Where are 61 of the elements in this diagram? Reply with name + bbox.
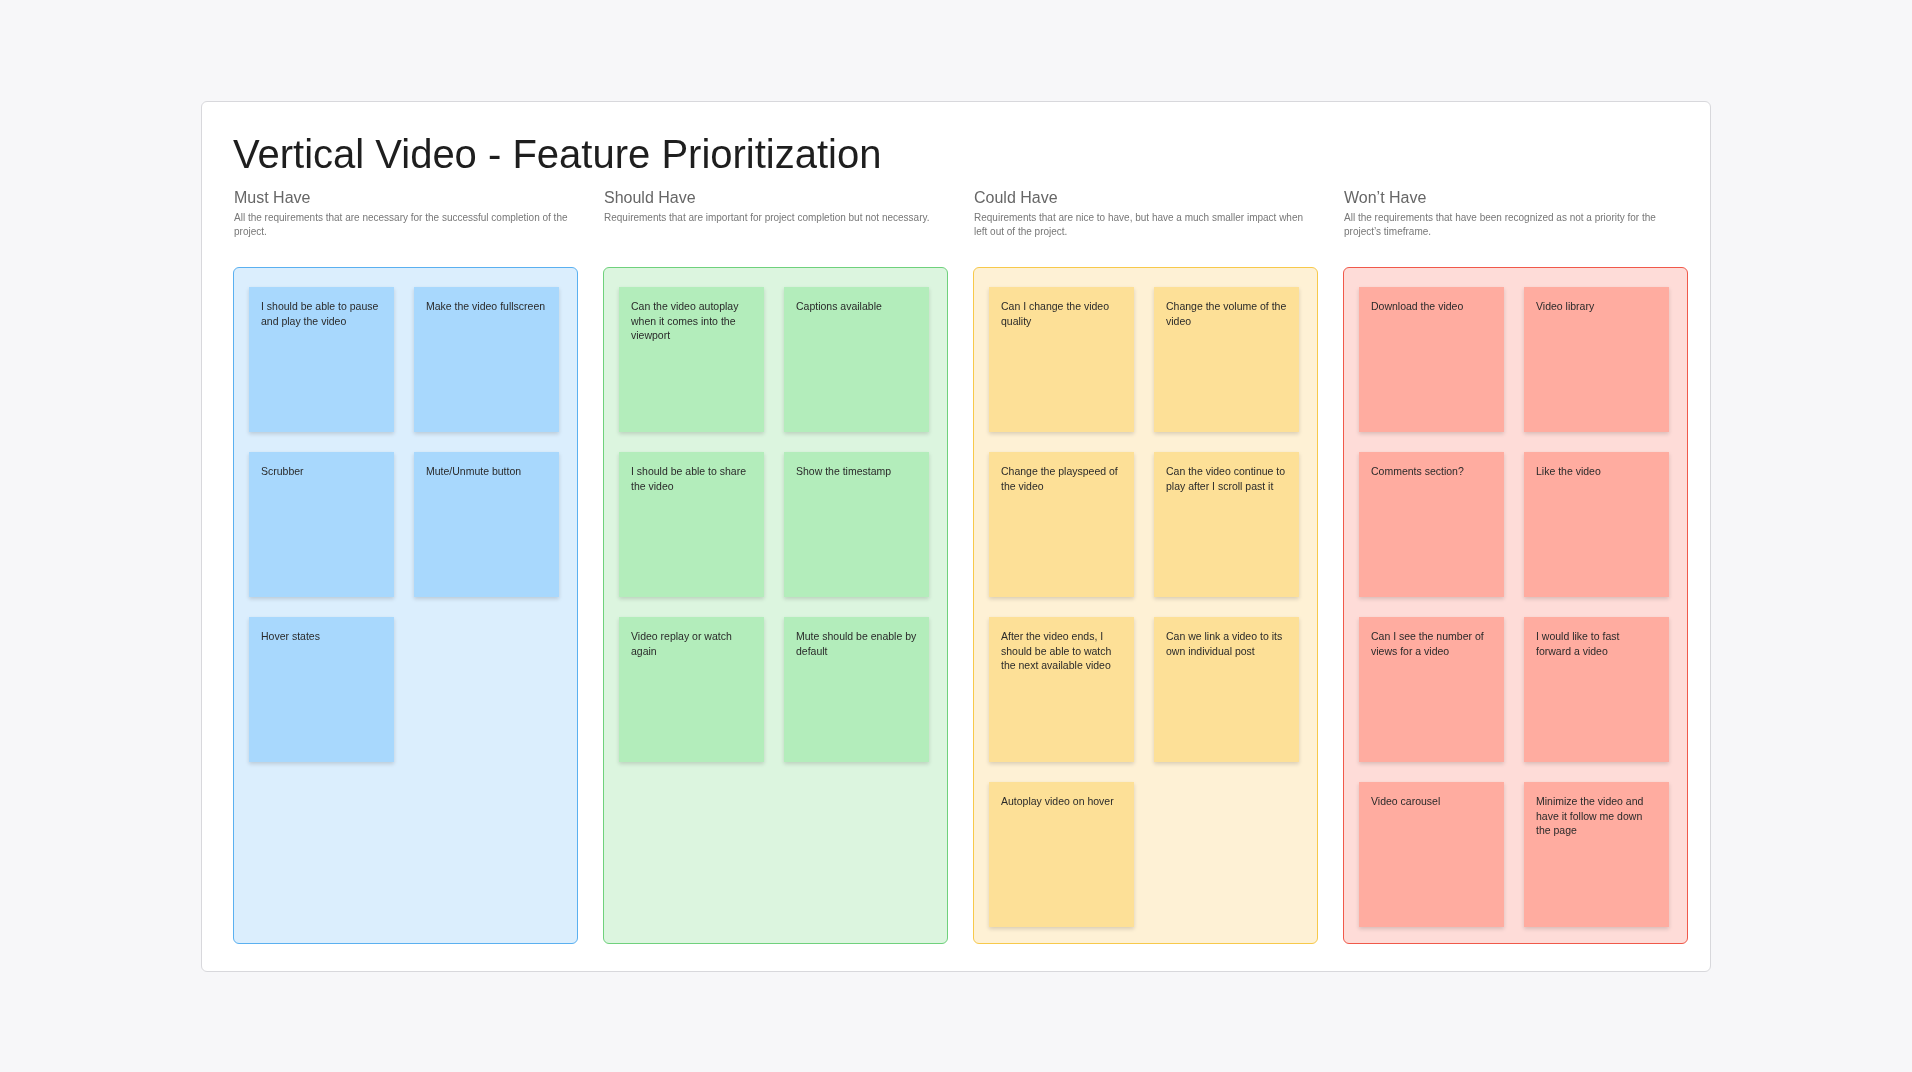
column-heading: Won’t Have — [1344, 189, 1427, 207]
sticky-note — [1524, 287, 1669, 432]
column-heading: Could Have — [974, 189, 1058, 207]
note-text: Mute/Unmute button — [426, 464, 523, 479]
note-text: Like the video — [1536, 464, 1602, 479]
note-text: Autoplay video on hover — [1001, 794, 1115, 809]
note-text: Can the video continue to play after I scroll past it — [1166, 464, 1287, 493]
note-text: Change the playspeed of the video — [1001, 464, 1119, 493]
sticky-note — [1524, 617, 1669, 762]
note-text: Can the video autoplay when it comes into the viewport — [631, 299, 740, 343]
sticky-note — [619, 452, 764, 597]
column-description: Requirements that are important for project completion but not necessary. — [604, 211, 931, 225]
note-text: Captions available — [796, 299, 883, 314]
note-text: Video carousel — [1371, 794, 1442, 809]
note-text: I would like to fast forward a video — [1536, 629, 1621, 658]
note-text: Hover states — [261, 629, 321, 644]
sticky-note — [619, 617, 764, 762]
sticky-note — [1154, 287, 1299, 432]
column-heading: Must Have — [234, 189, 311, 207]
sticky-note — [249, 452, 394, 597]
note-text: Comments section? — [1371, 464, 1465, 479]
column-description: All the requirements that have been recognized as not a priority for the project’s timeframe. — [1344, 211, 1657, 239]
note-text: Mute should be enable by default — [796, 629, 917, 658]
column-description: All the requirements that are necessary for the successful completion of the project. — [234, 211, 569, 239]
sticky-note — [989, 617, 1134, 762]
sticky-note — [1154, 452, 1299, 597]
sticky-note — [784, 617, 929, 762]
sticky-note — [989, 452, 1134, 597]
sticky-note — [1524, 452, 1669, 597]
note-text: Change the volume of the video — [1166, 299, 1287, 328]
note-text: Download the video — [1371, 299, 1465, 314]
board-title: Vertical Video - Feature Prioritization — [233, 132, 882, 177]
column-heading: Should Have — [604, 189, 696, 207]
sticky-note — [249, 617, 394, 762]
sticky-note — [1359, 617, 1504, 762]
note-text: I should be able to pause and play the video — [261, 299, 380, 328]
note-text: Can I change the video quality — [1001, 299, 1110, 328]
sticky-note — [784, 287, 929, 432]
sticky-note — [619, 287, 764, 432]
sticky-note — [1359, 287, 1504, 432]
sticky-note — [1524, 782, 1669, 927]
sticky-note — [784, 452, 929, 597]
note-text: After the video ends, I should be able to watch the next available video — [1001, 629, 1113, 673]
sticky-note — [989, 287, 1134, 432]
sticky-note — [1359, 782, 1504, 927]
note-text: Minimize the video and have it follow me down the page — [1536, 794, 1645, 838]
sticky-note — [249, 287, 394, 432]
sticky-note — [414, 452, 559, 597]
note-text: I should be able to share the video — [631, 464, 747, 493]
sticky-note — [414, 287, 559, 432]
note-text: Scrubber — [261, 464, 305, 479]
note-text: Show the timestamp — [796, 464, 893, 479]
sticky-note — [989, 782, 1134, 927]
note-text: Video replay or watch again — [631, 629, 733, 658]
note-text: Can we link a video to its own individual post — [1166, 629, 1284, 658]
note-text: Make the video fullscreen — [426, 299, 547, 314]
column-description: Requirements that are nice to have, but have a much smaller impact when left out of the project. — [974, 211, 1305, 239]
note-text: Video library — [1536, 299, 1596, 314]
note-text: Can I see the number of views for a video — [1371, 629, 1485, 658]
sticky-note — [1359, 452, 1504, 597]
sticky-note — [1154, 617, 1299, 762]
